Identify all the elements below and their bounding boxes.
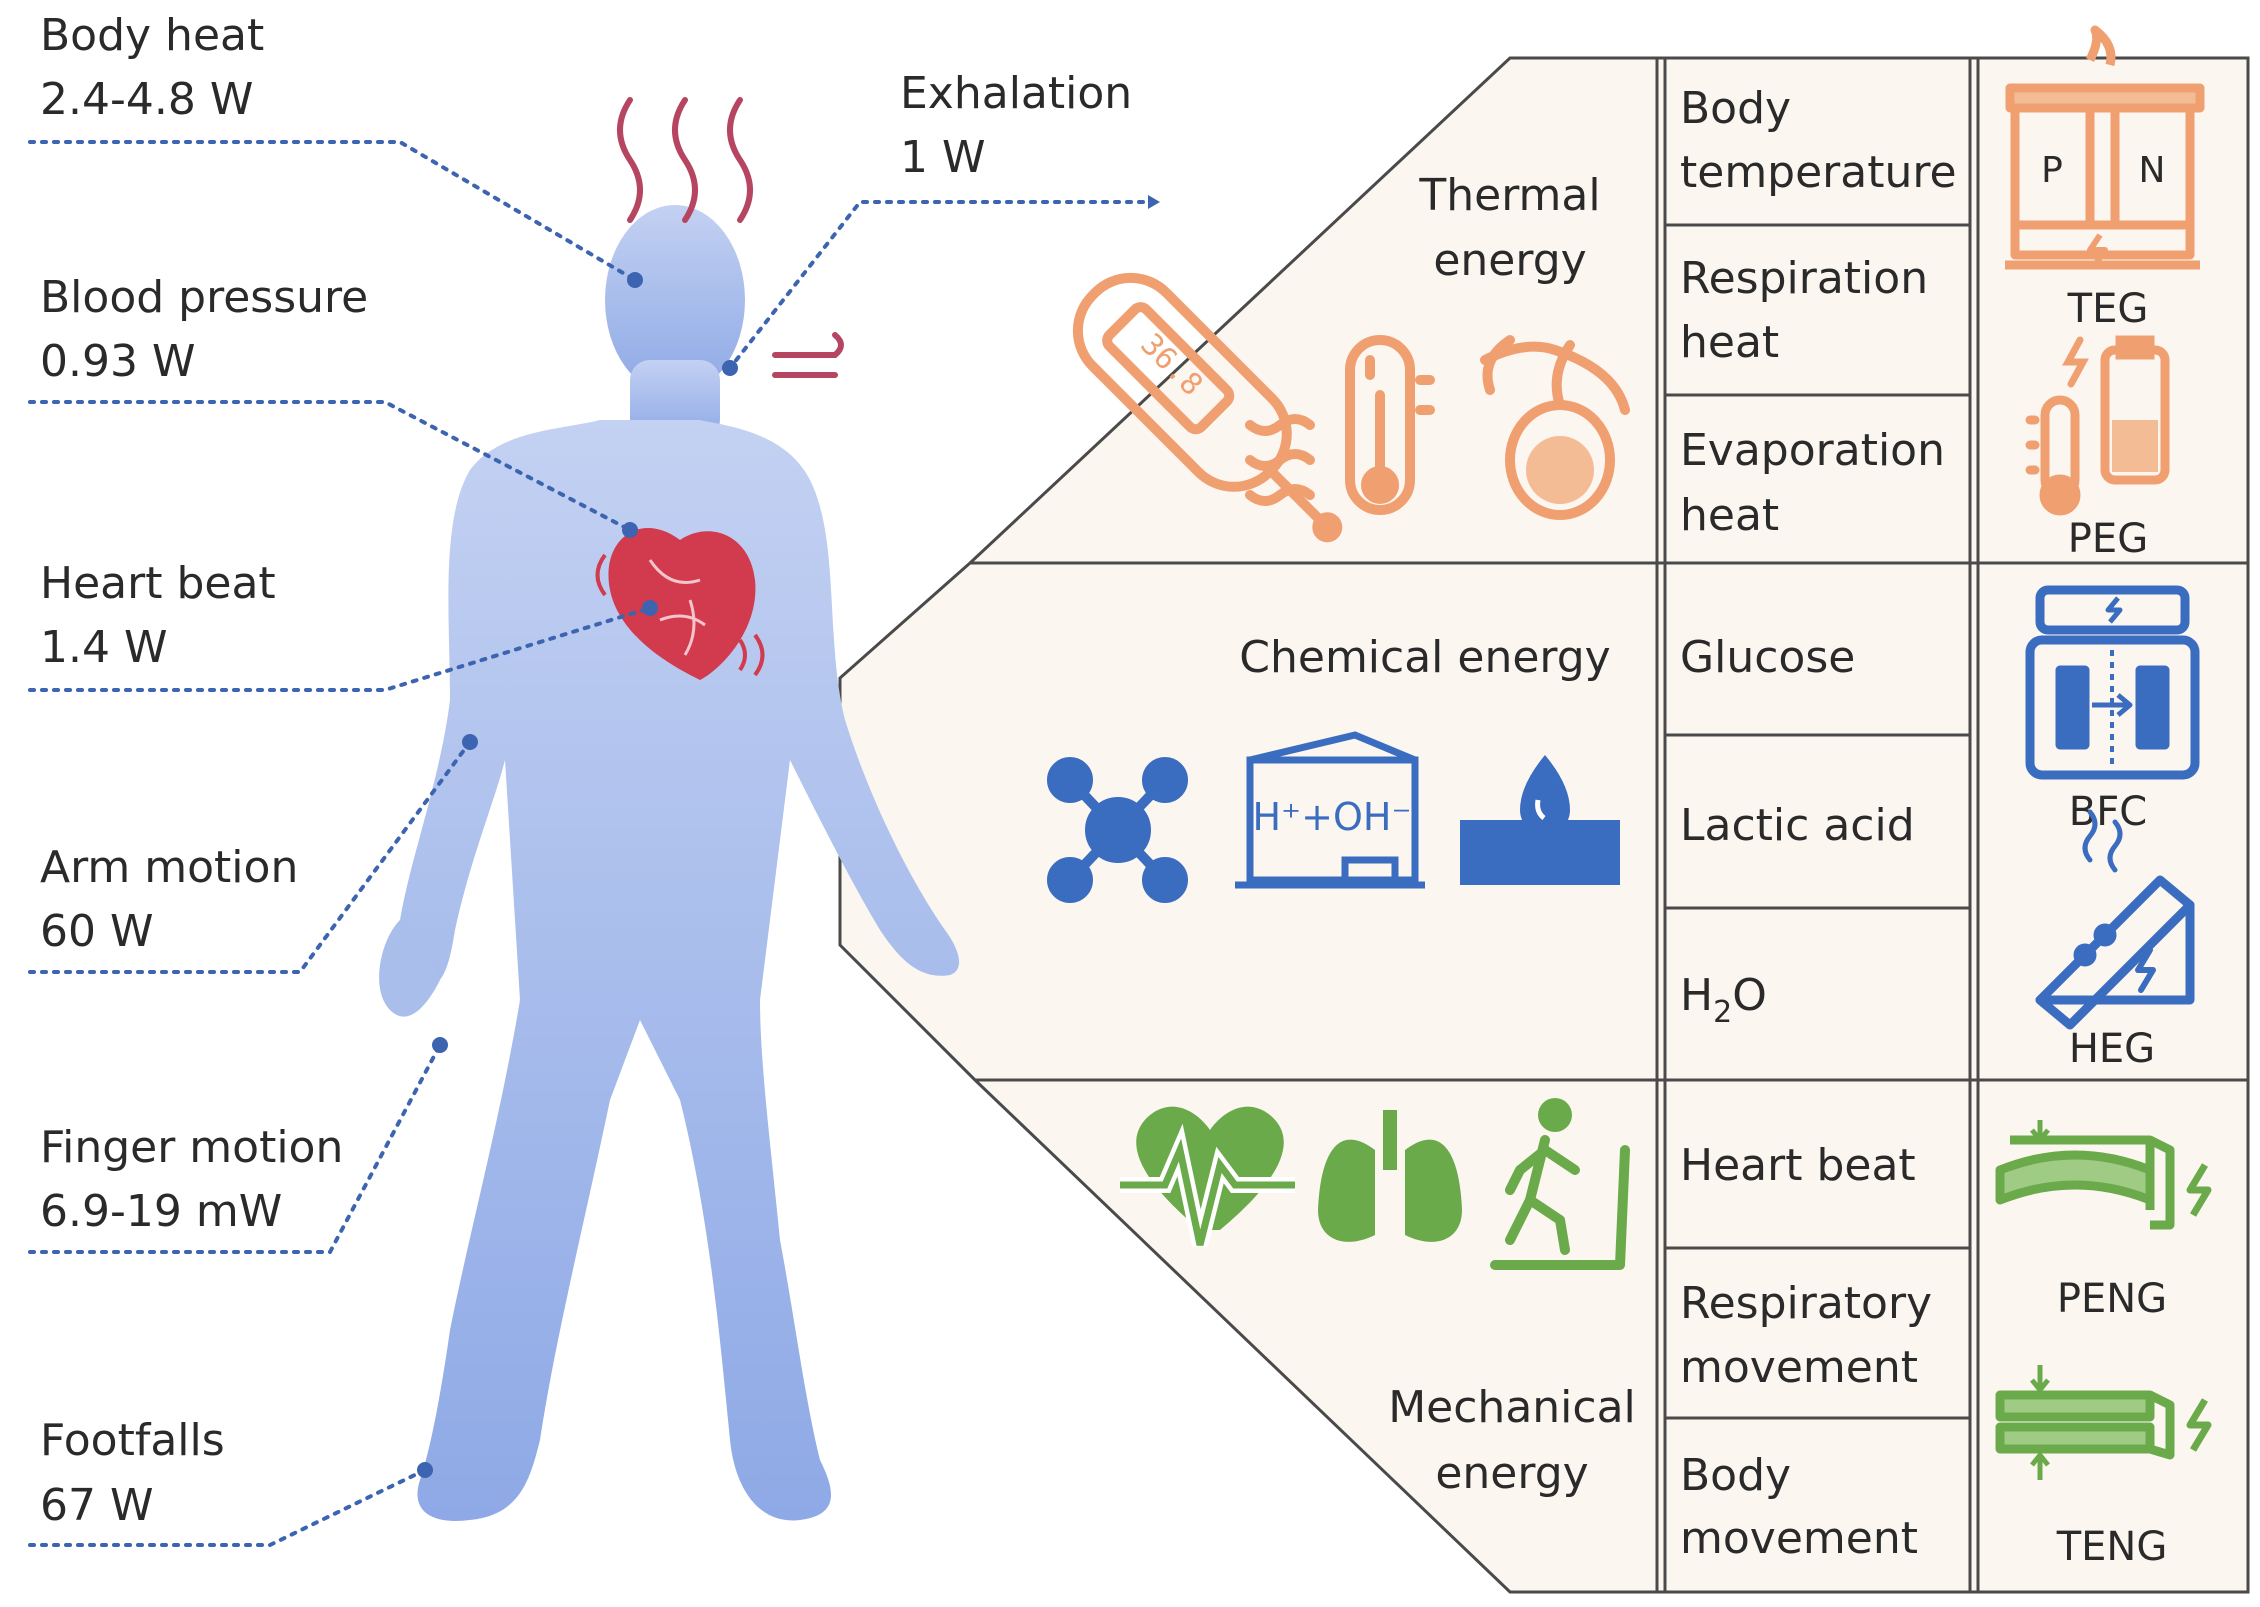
sweat-gland-icon <box>1480 335 1630 520</box>
source-body-temperature-1: Body <box>1680 83 1791 134</box>
peng-icon <box>1995 1120 2212 1230</box>
arm-motion-label: Arm motion <box>40 842 298 893</box>
source-water-o: O <box>1732 970 1767 1021</box>
thermal-energy-label-line1: Thermal <box>1418 170 1600 221</box>
blood-pressure-value: 0.93 W <box>40 336 195 387</box>
lungs-icon <box>1318 1110 1462 1242</box>
source-water-h: H <box>1680 970 1713 1021</box>
source-evaporation-heat-1: Evaporation <box>1680 425 1945 476</box>
source-glucose: Glucose <box>1680 632 1855 683</box>
heart-icon <box>595 528 765 680</box>
heart-beat-label: Heart beat <box>40 558 276 609</box>
source-water-subscript: 2 <box>1713 995 1732 1030</box>
teg-n-label: N <box>2139 150 2166 191</box>
blood-pressure-label: Blood pressure <box>40 272 368 323</box>
body-heat-value: 2.4-4.8 W <box>40 74 253 125</box>
thermometer-heat-icon <box>1245 335 1435 515</box>
peng-label: PENG <box>2057 1276 2167 1322</box>
footfalls-label: Footfalls <box>40 1415 225 1466</box>
teng-label: TENG <box>2056 1524 2168 1570</box>
source-body-temperature-2: temperature <box>1680 147 1957 198</box>
source-heart-beat: Heart beat <box>1680 1140 1916 1191</box>
teg-icon <box>2005 25 2205 270</box>
heg-label: HEG <box>2069 1026 2155 1072</box>
human-body-figure <box>379 205 960 1521</box>
connector-lines <box>28 140 1157 1547</box>
arm-motion-value: 60 W <box>40 906 153 957</box>
body-heat-connector <box>28 140 637 282</box>
heartbeat-icon <box>1120 1106 1295 1247</box>
mechanical-energy-label-line2: energy <box>1435 1448 1588 1499</box>
finger-motion-label: Finger motion <box>40 1122 343 1173</box>
finger-motion-value: 6.9-19 mW <box>40 1186 282 1237</box>
exhalation-label: Exhalation <box>900 68 1132 119</box>
body-torso-limbs <box>395 420 960 1521</box>
ion-cell-icon <box>1235 731 1425 889</box>
thermal-energy-label-line2: energy <box>1433 235 1586 286</box>
arm-motion-connector <box>28 740 472 974</box>
heart-beat-value: 1.4 W <box>40 622 167 673</box>
bfc-label: BFC <box>2069 789 2147 835</box>
source-water: H2O <box>1680 970 1767 1030</box>
blood-pressure-connector <box>28 400 632 532</box>
body-heat-label: Body heat <box>40 10 264 61</box>
exhalation-value: 1 W <box>900 132 986 183</box>
connector-endpoints <box>417 195 1160 1478</box>
source-body-movement-1: Body <box>1680 1450 1791 1501</box>
mechanical-energy-label-line1: Mechanical <box>1388 1382 1636 1433</box>
chemical-energy-label: Chemical energy <box>1239 632 1610 683</box>
footfalls-value: 67 W <box>40 1480 153 1531</box>
ion-cell-text: H⁺+OH⁻ <box>1252 795 1411 839</box>
heart-beat-connector <box>28 606 652 692</box>
peg-label: PEG <box>2068 516 2148 562</box>
exhalation-breath-icon <box>772 332 844 378</box>
source-respiration-heat-2: heat <box>1680 317 1779 368</box>
source-body-movement-2: movement <box>1680 1513 1918 1564</box>
molecule-icon <box>1047 757 1188 903</box>
peg-icon <box>2025 335 2170 516</box>
teg-label: TEG <box>2067 286 2149 332</box>
source-evaporation-heat-2: heat <box>1680 490 1779 541</box>
teng-icon <box>1995 1365 2212 1480</box>
source-respiration-heat-1: Respiration <box>1680 253 1928 304</box>
source-lactic-acid: Lactic acid <box>1680 800 1915 851</box>
teg-p-label: P <box>2041 150 2063 191</box>
footfalls-connector <box>28 1468 427 1547</box>
heg-icon <box>2035 809 2195 1030</box>
sweat-drop-icon <box>1460 755 1620 885</box>
exhalation-connector <box>728 200 1157 370</box>
treadmill-runner-icon <box>1490 1098 1630 1270</box>
heat-waves-icon <box>617 97 753 223</box>
body-head <box>605 205 745 395</box>
finger-motion-connector <box>28 1043 442 1254</box>
source-respiratory-movement-2: movement <box>1680 1342 1918 1393</box>
bfc-icon <box>2025 585 2200 780</box>
body-left-hand <box>379 920 440 1017</box>
source-respiratory-movement-1: Respiratory <box>1680 1278 1932 1329</box>
